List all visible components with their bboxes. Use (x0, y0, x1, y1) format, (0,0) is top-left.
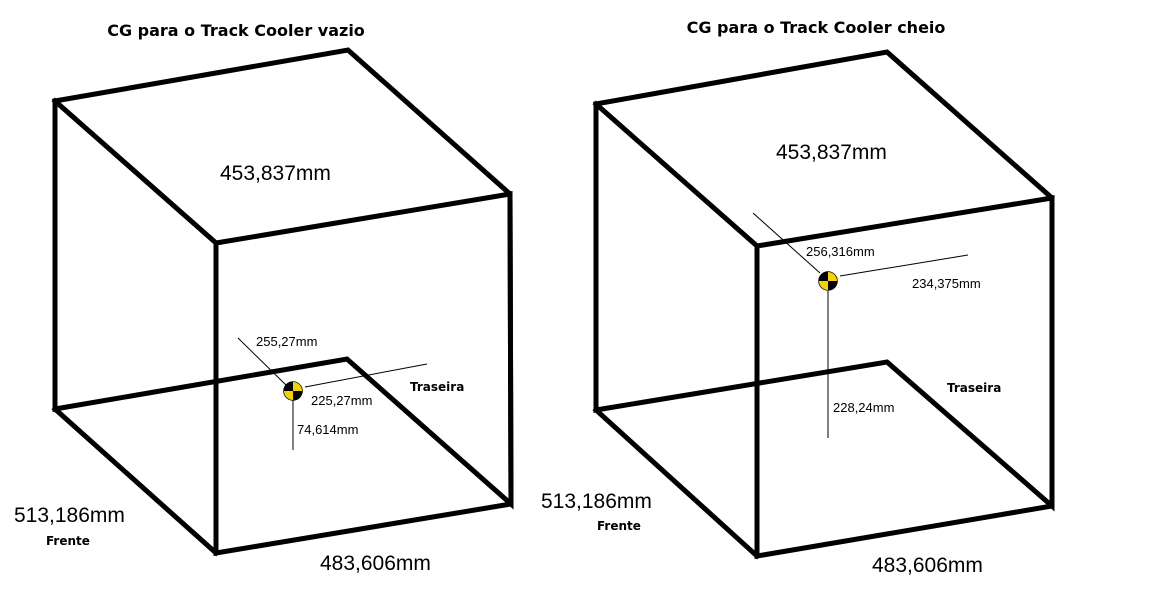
diagram-title: CG para o Track Cooler cheio (687, 18, 946, 37)
cube-edge (51, 405, 220, 557)
cube-wireframe (51, 47, 514, 557)
cube-edge (592, 406, 761, 560)
cg-depth-line (237, 337, 288, 387)
cg-axes (752, 212, 969, 438)
diagram-full: CG para o Track Cooler cheio 453,837mm 2… (541, 18, 1055, 577)
width-label: 483,606mm (320, 552, 431, 575)
cg-height-label: 228,24mm (833, 400, 894, 415)
rear-label: Traseira (410, 380, 464, 394)
cg-lateral-line (839, 254, 969, 277)
cube-front-face (213, 191, 514, 556)
cg-lateral-label: 234,375mm (912, 276, 981, 291)
height-label: 453,837mm (220, 162, 331, 185)
cg-height-label: 74,614mm (297, 422, 358, 437)
cg-marker-icon (283, 381, 303, 401)
width-label: 483,606mm (872, 554, 983, 577)
cube-edge (51, 97, 220, 247)
cg-depth-label: 255,27mm (256, 334, 317, 349)
cube-edge (592, 100, 761, 250)
diagram-empty: CG para o Track Cooler vazio 453,837mm 2… (14, 21, 514, 575)
rear-label: Traseira (947, 381, 1001, 395)
cg-lateral-label: 225,27mm (311, 393, 372, 408)
depth-label: 513,186mm (541, 490, 652, 513)
cube-front-face (754, 195, 1055, 559)
diagram-title: CG para o Track Cooler vazio (107, 21, 365, 40)
cg-marker-icon (818, 271, 838, 291)
cube-wireframe (592, 49, 1055, 560)
cg-axes (237, 337, 428, 450)
height-label: 453,837mm (776, 141, 887, 164)
cube-back-face (52, 47, 514, 510)
front-label: Frente (46, 534, 90, 548)
cg-depth-label: 256,316mm (806, 244, 875, 259)
front-label: Frente (597, 519, 641, 533)
depth-label: 513,186mm (14, 504, 125, 527)
cg-lateral-line (304, 363, 428, 388)
cg-depth-line (752, 212, 821, 274)
